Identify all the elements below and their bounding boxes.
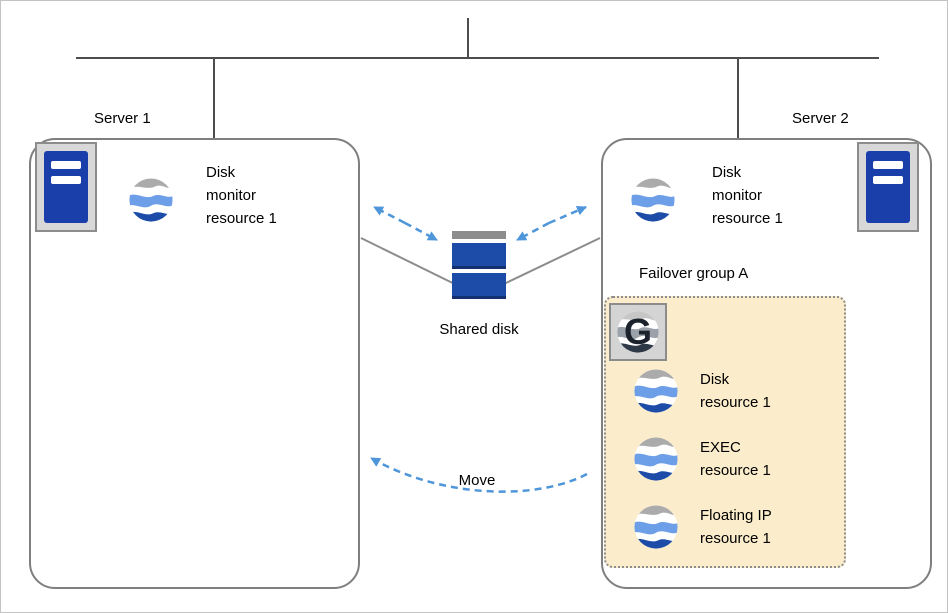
server-slot bbox=[51, 176, 81, 184]
resource-row-disk: Disk resource 1 bbox=[633, 368, 810, 414]
server2-box bbox=[601, 138, 932, 589]
network-lines bbox=[76, 18, 879, 140]
server-tower-icon bbox=[857, 142, 919, 232]
server-slot bbox=[873, 176, 903, 184]
disk-access-arrow-left bbox=[373, 205, 438, 242]
resource-label: EXEC resource 1 bbox=[700, 439, 771, 479]
globe-wave-icon bbox=[634, 369, 678, 413]
disk-access-arrow-right bbox=[516, 205, 587, 242]
server1-label: Server 1 bbox=[94, 110, 151, 127]
resource-label: Disk resource 1 bbox=[700, 371, 771, 411]
resource-row-exec: EXEC resource 1 bbox=[633, 436, 810, 482]
resource-row-floating-ip: Floating IP resource 1 bbox=[633, 504, 810, 550]
monitor-resource-label: Disk monitor resource 1 bbox=[206, 164, 277, 227]
disk-slab bbox=[452, 243, 506, 269]
disk-stack-icon bbox=[452, 231, 506, 299]
group-g-icon: G bbox=[609, 303, 667, 361]
move-label: Move bbox=[458, 472, 496, 489]
group-globe-icon bbox=[617, 311, 659, 353]
globe-wave-icon bbox=[634, 505, 678, 549]
globe-wave-icon bbox=[631, 178, 675, 222]
move-arrow bbox=[370, 456, 588, 493]
disk-slab bbox=[452, 273, 506, 299]
server-tower-body bbox=[866, 151, 910, 223]
monitor-resource-label: Disk monitor resource 1 bbox=[712, 164, 783, 227]
server2-label: Server 2 bbox=[792, 110, 849, 127]
server1-box bbox=[29, 138, 360, 589]
server-slot bbox=[51, 161, 81, 169]
globe-wave-icon bbox=[634, 437, 678, 481]
server-tower-icon bbox=[35, 142, 97, 232]
resource-label: Floating IP resource 1 bbox=[700, 507, 772, 547]
shared-disk-label: Shared disk bbox=[439, 321, 519, 338]
disk-lid bbox=[452, 231, 506, 239]
globe-wave-icon bbox=[129, 178, 173, 222]
server-slot bbox=[873, 161, 903, 169]
group-icon-letter: G bbox=[623, 311, 652, 352]
server-tower-body bbox=[44, 151, 88, 223]
failover-group-label: Failover group A bbox=[639, 265, 749, 282]
